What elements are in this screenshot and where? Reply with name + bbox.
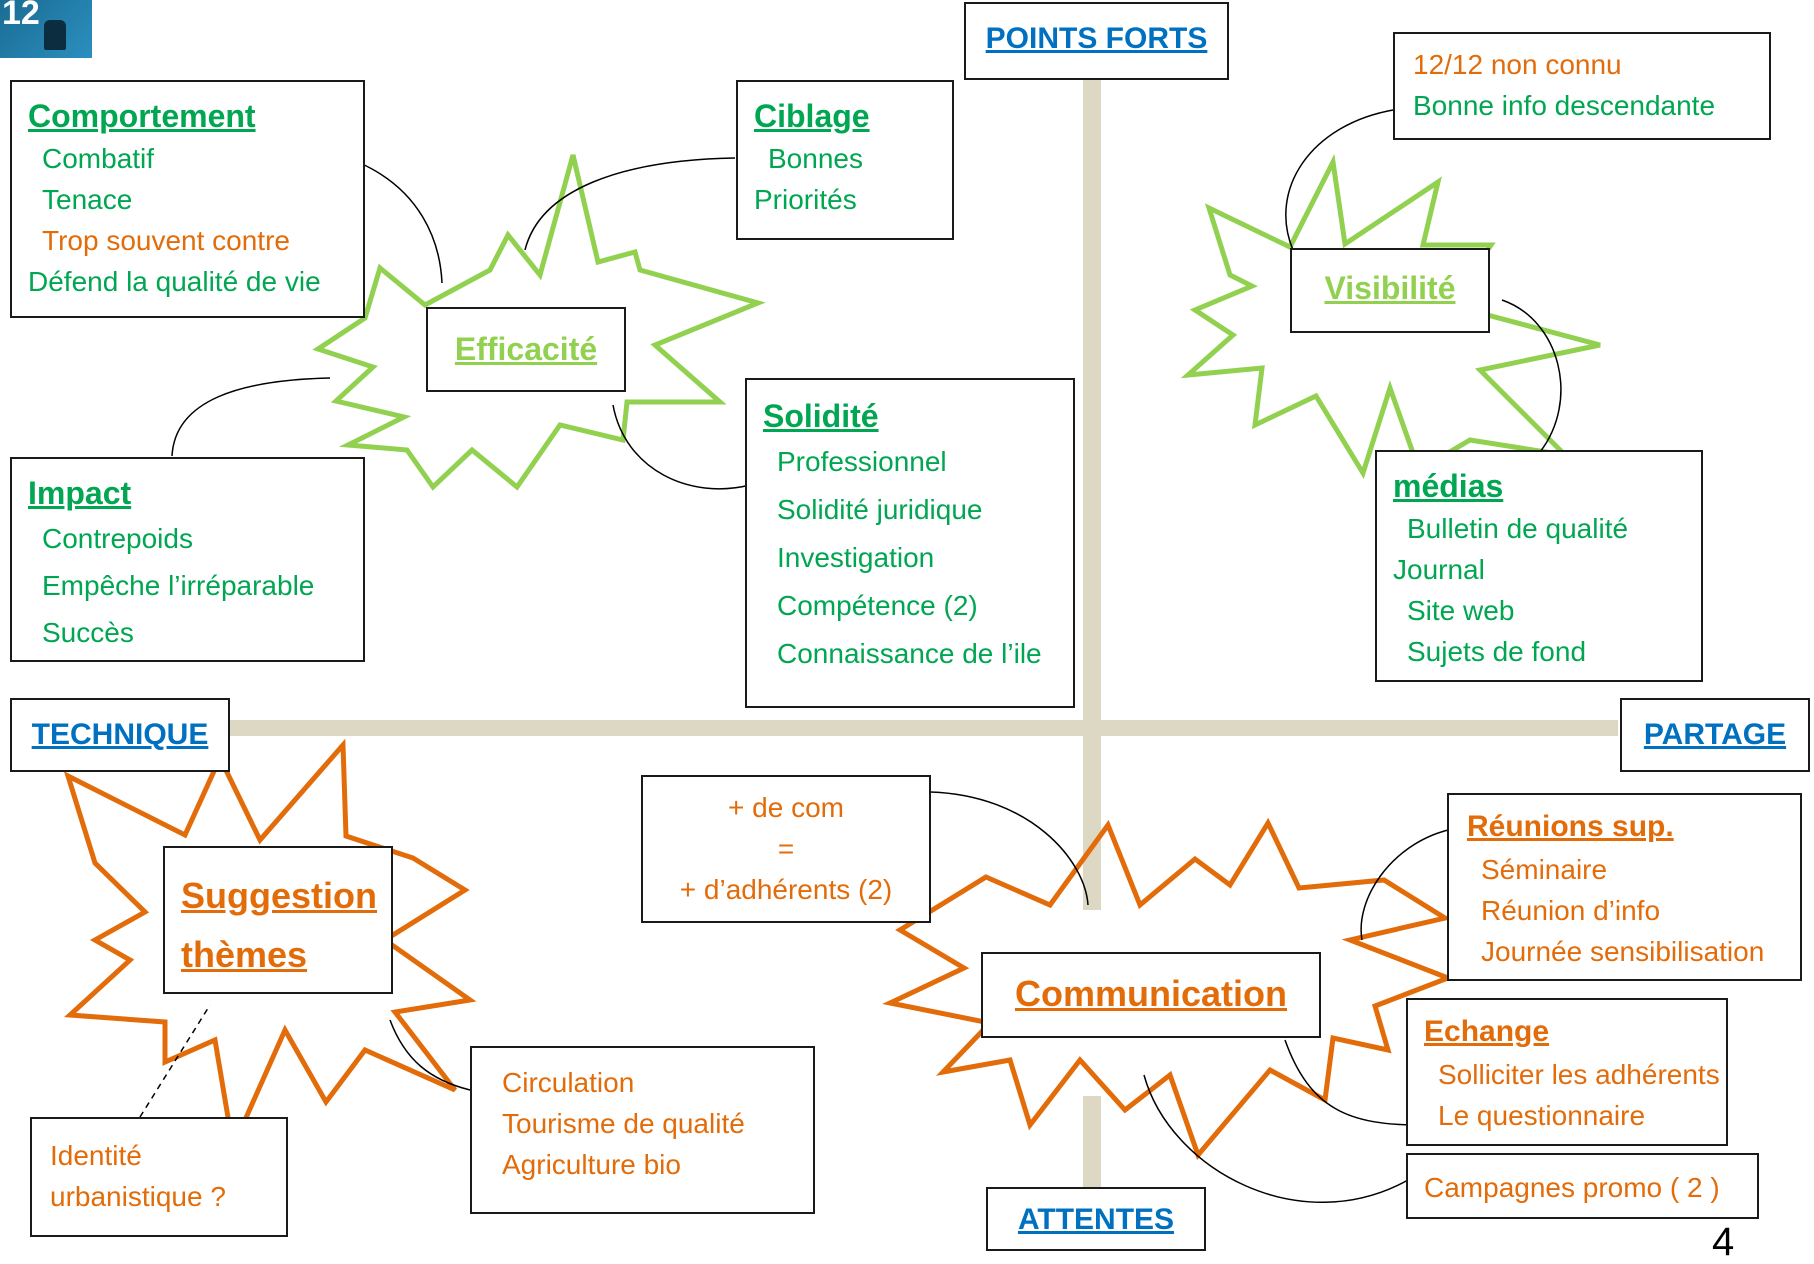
box-impact: Impact Contrepoids Empêche l’irréparable… — [10, 457, 365, 662]
suggestion-star-shape — [63, 738, 477, 1156]
list-item: Bonne info descendante — [1413, 90, 1716, 121]
center-visibilite-text: Visibilité — [1324, 270, 1456, 306]
box-medias: médias Bulletin de qualité Journal Site … — [1375, 450, 1703, 682]
list-item: Défend la qualité de vie — [28, 266, 321, 297]
box-ciblage: Ciblage Bonnes Priorités — [736, 80, 954, 240]
connector-reunions — [1360, 829, 1449, 941]
logo-figure-icon — [44, 20, 66, 50]
box-connu: 12/12 non connu Bonne info descendante — [1393, 32, 1771, 140]
list-item: Bulletin de qualité — [1407, 513, 1629, 544]
solidite-title: Solidité — [763, 398, 879, 434]
list-item: Professionnel — [777, 446, 947, 477]
list-item: Site web — [1407, 595, 1515, 626]
list-item: Circulation — [502, 1067, 635, 1098]
center-suggestion: Suggestion thèmes — [163, 846, 393, 994]
communication-star-shape — [882, 817, 1455, 1160]
list-item: Journal — [1393, 554, 1485, 585]
connector-solidite — [612, 404, 751, 490]
ciblage-title: Ciblage — [754, 98, 870, 134]
connector-comportement — [359, 162, 443, 284]
axis-label-partage: PARTAGE — [1620, 698, 1810, 772]
page-number: 4 — [1712, 1220, 1735, 1264]
box-comportement: Comportement Combatif Tenace Trop souven… — [10, 80, 365, 318]
list-item: + d’adhérents (2) — [679, 874, 893, 905]
center-suggestion-line2: thèmes — [181, 934, 308, 975]
connector-connu — [1285, 109, 1394, 251]
axis-label-partage-text: PARTAGE — [1643, 718, 1787, 751]
vertical-axis-bar — [1083, 78, 1101, 910]
center-efficacite-text: Efficacité — [454, 331, 598, 367]
connector-campagnes — [1143, 1074, 1409, 1204]
list-item: Contrepoids — [42, 523, 193, 554]
connector-identite — [139, 1004, 211, 1118]
list-item: + de com — [728, 792, 844, 823]
efficacite-star-shape — [312, 154, 766, 491]
list-item: Campagnes promo ( 2 ) — [1424, 1172, 1720, 1203]
list-item: Empêche l’irréparable — [42, 570, 315, 601]
axis-label-technique-text: TECHNIQUE — [31, 718, 209, 751]
list-item: Compétence (2) — [777, 590, 978, 621]
box-decom: + de com = + d’adhérents (2) — [641, 775, 931, 923]
axis-label-attentes-text: ATTENTES — [1017, 1203, 1175, 1236]
list-item: urbanistique ? — [50, 1181, 226, 1212]
list-item: Tenace — [42, 184, 133, 215]
list-item: Le questionnaire — [1438, 1100, 1646, 1131]
list-item: 12/12 non connu — [1413, 49, 1622, 80]
logo: 12 — [0, 0, 92, 58]
axis-label-points-forts-text: POINTS FORTS — [985, 22, 1208, 55]
connector-decom — [929, 791, 1089, 906]
list-item: Solidité juridique — [777, 494, 983, 525]
center-communication: Communication — [981, 952, 1321, 1038]
list-item: Solliciter les adhérents — [1438, 1059, 1720, 1090]
comportement-title: Comportement — [28, 98, 256, 134]
center-efficacite: Efficacité — [426, 307, 626, 392]
box-circulation: Circulation Tourisme de qualité Agricult… — [470, 1046, 815, 1214]
list-item: Réunion d’info — [1481, 895, 1661, 926]
list-item: Trop souvent contre — [42, 225, 290, 256]
list-item: Priorités — [754, 184, 857, 215]
list-item: Tourisme de qualité — [502, 1108, 745, 1139]
list-item: = — [777, 833, 795, 864]
connector-circulation — [389, 1019, 471, 1091]
center-visibilite: Visibilité — [1290, 248, 1490, 333]
connector-echange — [1284, 1039, 1421, 1126]
vertical-axis-bar-lower — [1083, 1096, 1101, 1196]
impact-title: Impact — [28, 475, 132, 511]
list-item: Bonnes — [768, 143, 863, 174]
box-campagnes: Campagnes promo ( 2 ) — [1406, 1153, 1759, 1219]
horizontal-axis-bar — [228, 720, 1618, 736]
box-solidite: Solidité Professionnel Solidité juridiqu… — [745, 378, 1075, 708]
list-item: Séminaire — [1481, 854, 1608, 885]
box-echange: Echange Solliciter les adhérents Le ques… — [1406, 998, 1728, 1146]
box-identite: Identité urbanistique ? — [30, 1117, 288, 1237]
list-item: Investigation — [777, 542, 935, 573]
axis-label-points-forts: POINTS FORTS — [964, 2, 1229, 80]
list-item: Combatif — [42, 143, 155, 174]
connector-medias — [1501, 299, 1562, 453]
reunions-title: Réunions sup. — [1467, 810, 1674, 843]
list-item: Identité — [50, 1140, 142, 1171]
axis-label-attentes: ATTENTES — [986, 1187, 1206, 1251]
list-item: Journée sensibilisation — [1481, 936, 1765, 967]
logo-text: 12 — [2, 0, 40, 32]
center-communication-text: Communication — [1014, 973, 1287, 1014]
list-item: Sujets de fond — [1407, 636, 1587, 667]
echange-title: Echange — [1424, 1015, 1550, 1048]
center-suggestion-line1: Suggestion — [181, 875, 377, 916]
connector-ciblage — [524, 157, 736, 251]
connector-impact — [171, 377, 331, 457]
list-item: Agriculture bio — [502, 1149, 681, 1180]
medias-title: médias — [1393, 468, 1504, 504]
axis-label-technique: TECHNIQUE — [10, 698, 230, 772]
list-item: Succès — [42, 617, 134, 648]
box-reunions: Réunions sup. Séminaire Réunion d’info J… — [1447, 793, 1802, 981]
list-item: Connaissance de l’ile — [777, 638, 1042, 669]
